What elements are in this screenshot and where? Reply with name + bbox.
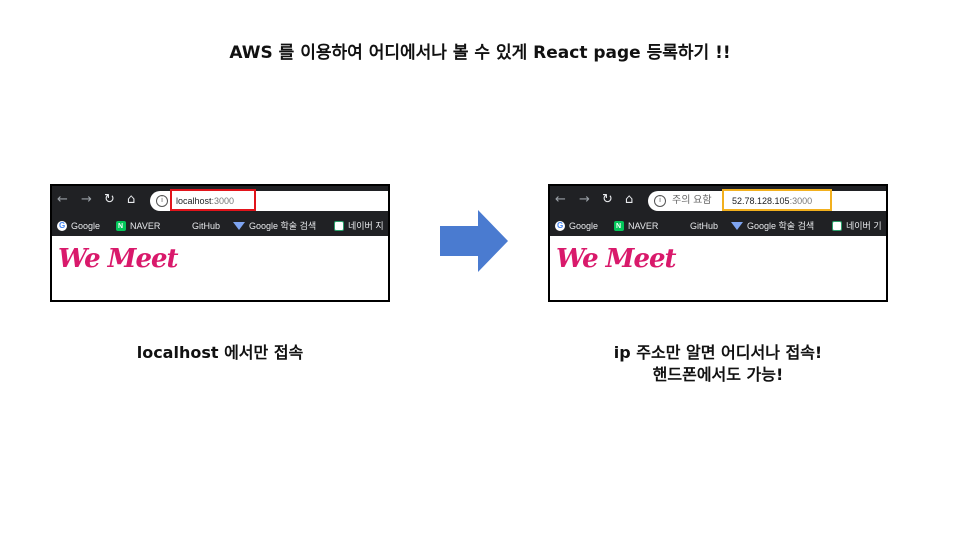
bookmark-google[interactable]: Google	[57, 220, 100, 232]
naver-icon	[614, 221, 624, 233]
bookmark-github[interactable]: GitHub	[192, 221, 221, 231]
url-highlight-box	[722, 189, 832, 211]
google-icon	[555, 220, 565, 232]
map-icon	[334, 221, 344, 231]
caption-localhost: localhost 에서만 접속	[50, 342, 390, 364]
caption-line: 핸드폰에서도 가능!	[652, 365, 784, 384]
slide-title: AWS 를 이용하여 어디에서나 볼 수 있게 React page 등록하기 …	[229, 43, 731, 63]
browser-ip: ← → ↻ ⌂ i 주의 요함 52.78.128.105:3000 Googl…	[548, 184, 888, 302]
wemeet-logo: We Meet	[556, 244, 677, 274]
map-icon	[832, 221, 842, 231]
bookmarks-bar: Google NAVER GitHub Google 학술 검색 네이버 기	[550, 216, 886, 236]
naver-icon	[116, 221, 126, 233]
browser-toolbar: ← → ↻ ⌂ i localhost:3000	[52, 186, 388, 216]
bookmark-scholar[interactable]: Google 학술 검색	[233, 220, 316, 232]
reload-icon[interactable]: ↻	[602, 192, 613, 207]
caption-line: localhost 에서만 접속	[136, 343, 304, 362]
security-warning: 주의 요함	[672, 195, 712, 206]
info-icon[interactable]: i	[156, 195, 168, 207]
browser-toolbar: ← → ↻ ⌂ i 주의 요함 52.78.128.105:3000	[550, 186, 886, 216]
bookmark-scholar[interactable]: Google 학술 검색	[731, 220, 814, 232]
bookmark-naver-map[interactable]: 네이버 지	[334, 220, 384, 232]
reload-icon[interactable]: ↻	[104, 192, 115, 207]
caption-ip: ip 주소만 알면 어디서나 접속! 핸드폰에서도 가능!	[548, 342, 888, 386]
bookmark-github[interactable]: GitHub	[690, 221, 719, 231]
right-arrow-icon	[440, 210, 508, 272]
caption-line: ip 주소만 알면 어디서나 접속!	[613, 343, 823, 362]
url-text: localhost:3000	[176, 196, 235, 206]
address-bar[interactable]: i localhost:3000	[150, 189, 388, 211]
bookmark-naver-map[interactable]: 네이버 기	[832, 220, 882, 232]
info-icon[interactable]: i	[654, 195, 666, 207]
back-arrow-icon[interactable]: ←	[57, 192, 68, 207]
back-arrow-icon[interactable]: ←	[555, 192, 566, 207]
wemeet-logo: We Meet	[58, 244, 179, 274]
url-text: 52.78.128.105:3000	[732, 196, 813, 206]
bookmark-naver[interactable]: NAVER	[614, 220, 658, 233]
forward-arrow-icon[interactable]: →	[81, 192, 92, 207]
home-icon[interactable]: ⌂	[625, 192, 634, 207]
address-bar[interactable]: i 주의 요함 52.78.128.105:3000	[648, 189, 886, 211]
scholar-icon	[731, 222, 743, 230]
scholar-icon	[233, 222, 245, 230]
bookmark-naver[interactable]: NAVER	[116, 220, 160, 233]
home-icon[interactable]: ⌂	[127, 192, 136, 207]
bookmark-google[interactable]: Google	[555, 220, 598, 232]
browser-localhost: ← → ↻ ⌂ i localhost:3000 Google NAVER Gi…	[50, 184, 390, 302]
forward-arrow-icon[interactable]: →	[579, 192, 590, 207]
page-content: We Meet	[550, 236, 886, 300]
google-icon	[57, 220, 67, 232]
bookmarks-bar: Google NAVER GitHub Google 학술 검색 네이버 지	[52, 216, 388, 236]
page-content: We Meet	[52, 236, 388, 300]
url-highlight-box	[170, 189, 256, 211]
